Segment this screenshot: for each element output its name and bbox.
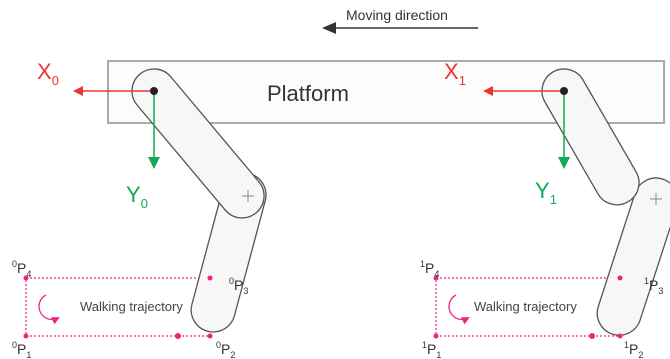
moving-direction-label: Moving direction: [346, 7, 448, 23]
trajectory-point-1-p2: [617, 333, 623, 339]
point-label-0-p1: 0P1: [12, 340, 31, 359]
point-label-1-p2: 1P2: [624, 340, 643, 359]
trajectory-point-0-p1: [23, 333, 29, 339]
hip-joint-0: [150, 87, 158, 95]
x-axis-label-0: X0: [37, 59, 59, 88]
y-axis-label-0: Y0: [126, 182, 148, 211]
upper-link-0: [131, 68, 265, 219]
trajectory-direction-arrow-1: [448, 294, 470, 325]
point-label-1-p1: 1P1: [422, 340, 441, 359]
hip-joint-1: [560, 87, 568, 95]
trajectory-point-1-p1: [433, 333, 439, 339]
trajectory-point-0-p3: [207, 275, 213, 281]
trajectory-point-1-p4: [433, 275, 439, 281]
knee-joint-marker-1: [650, 193, 662, 205]
leg-1: X1 Y1 Walking trajectory 1P4 1P3 1P1 1P2: [420, 59, 670, 359]
trajectory-direction-arrow-0: [38, 294, 60, 325]
point-label-1-p3: 1P3: [644, 276, 663, 296]
upper-link-1: [541, 68, 640, 206]
y-axis-label-1: Y1: [535, 178, 557, 207]
trajectory-point-0-p2: [207, 333, 213, 339]
point-label-0-p3: 0P3: [229, 276, 248, 296]
point-label-1-p4: 1P4: [420, 259, 439, 279]
leg-0: X0 Y0 Walking trajectory 0P4 0P3 0P1 0P2: [12, 59, 267, 359]
platform-label: Platform: [267, 81, 349, 106]
trajectory-point-0-p4: [23, 275, 29, 281]
moving-direction-indicator: Moving direction: [322, 7, 478, 34]
x-axis-label-1: X1: [444, 59, 466, 88]
point-label-0-p2: 0P2: [216, 340, 235, 359]
trajectory-label-0: Walking trajectory: [80, 299, 183, 314]
foot-point-0: [175, 333, 181, 339]
point-label-0-p4: 0P4: [12, 259, 31, 279]
foot-point-1: [589, 333, 595, 339]
lower-link-1: [596, 177, 670, 336]
knee-joint-marker-0: [242, 190, 254, 202]
trajectory-point-1-p3: [617, 275, 623, 281]
trajectory-label-1: Walking trajectory: [474, 299, 577, 314]
